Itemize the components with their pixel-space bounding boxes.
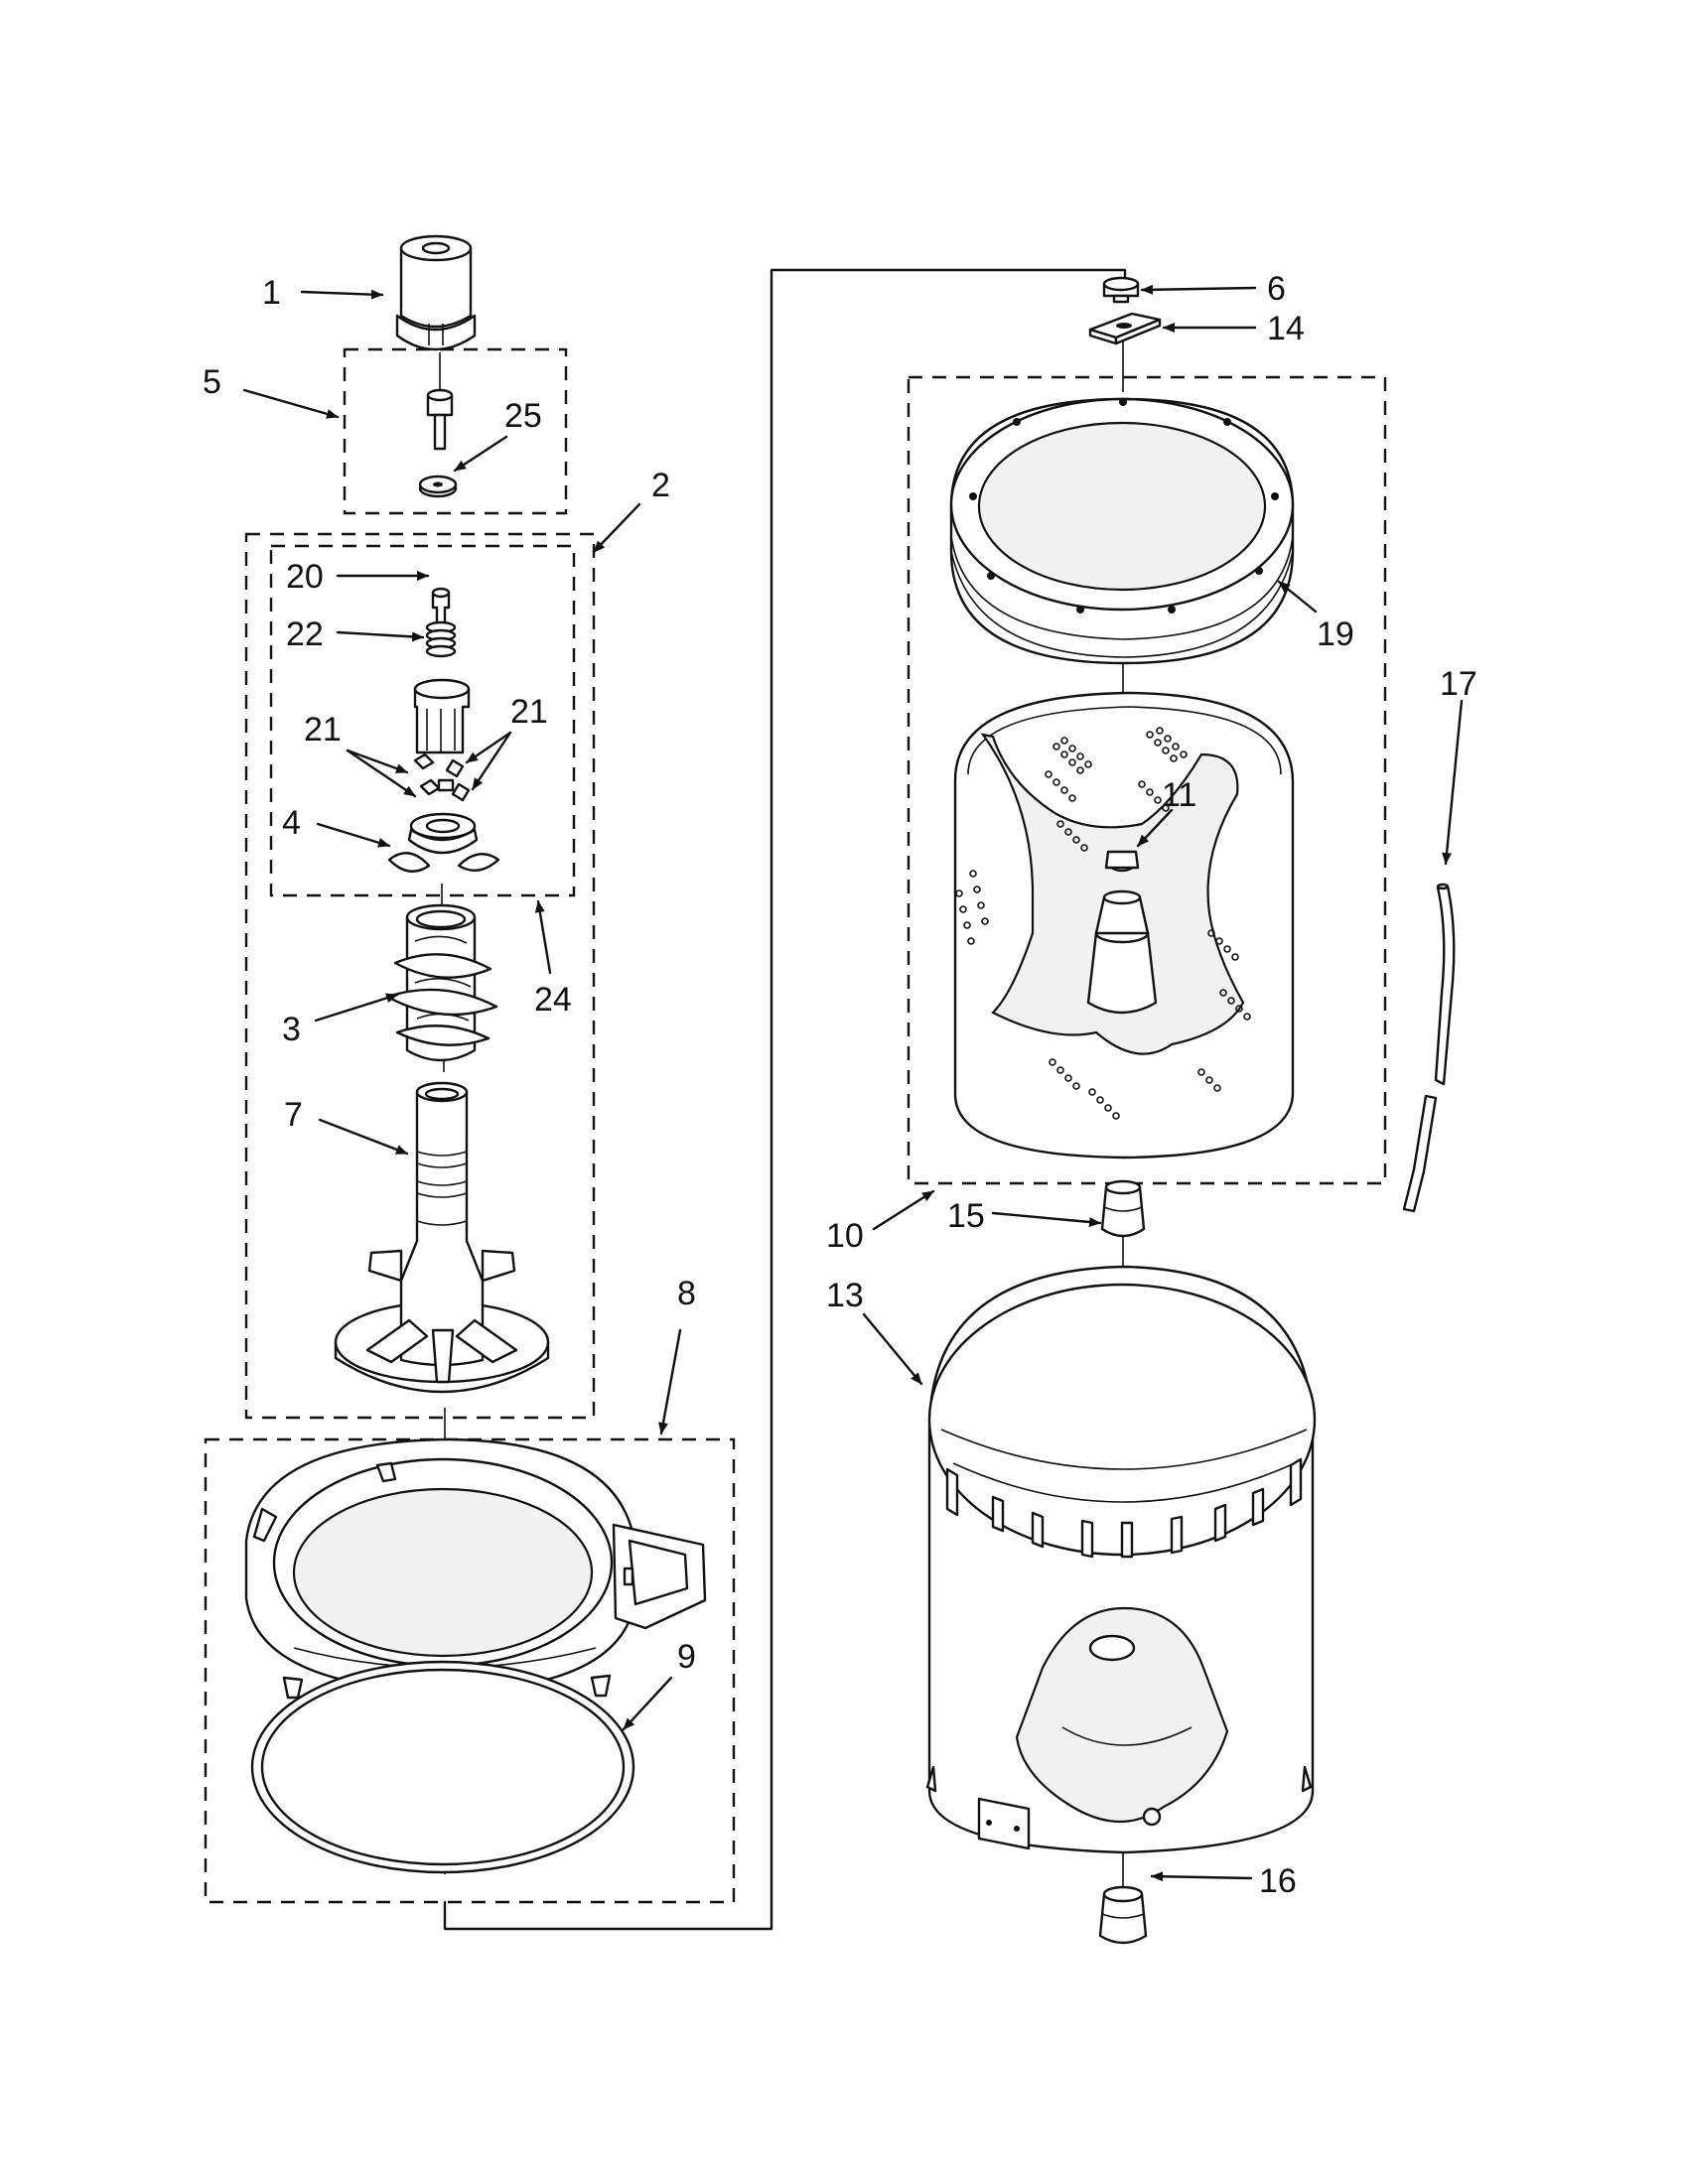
callout-5: 5 — [203, 363, 221, 401]
part-25-washer — [418, 475, 458, 498]
group-box-2 — [244, 532, 596, 1420]
callout-14: 14 — [1267, 310, 1305, 347]
callout-9: 9 — [677, 1638, 696, 1676]
part-15-hub — [1100, 1179, 1146, 1238]
part-8-tub-ring — [244, 1437, 707, 1715]
callout-2: 2 — [651, 467, 670, 504]
part-20-pin — [431, 587, 451, 627]
callout-1: 1 — [262, 274, 281, 312]
leader-lines — [242, 284, 1464, 1882]
part-7-agitator — [334, 1081, 550, 1394]
group-connector-line — [443, 268, 1127, 1931]
agitator-cam — [413, 678, 471, 754]
callout-17: 17 — [1440, 665, 1477, 703]
callout-11: 11 — [1162, 776, 1196, 814]
part-19-balance-ring — [949, 397, 1295, 665]
part-21-dogs — [413, 752, 471, 802]
callout-21-right: 21 — [510, 693, 548, 731]
callout-8: 8 — [677, 1275, 696, 1312]
callout-4: 4 — [282, 804, 301, 842]
callout-16: 16 — [1259, 1862, 1297, 1900]
callout-25: 25 — [504, 397, 542, 435]
callout-19: 19 — [1317, 615, 1354, 653]
callout-6: 6 — [1267, 270, 1286, 308]
callout-10: 10 — [826, 1217, 864, 1255]
callout-3: 3 — [282, 1011, 301, 1048]
callout-7: 7 — [284, 1096, 303, 1134]
part-5-bolt — [426, 388, 454, 451]
callout-24: 24 — [534, 981, 572, 1019]
part-16-plug — [1098, 1885, 1148, 1945]
part-14-plate — [1088, 312, 1162, 345]
callout-labels: 1 5 25 2 20 22 21 21 4 24 3 7 8 9 6 14 1… — [203, 270, 1477, 1900]
part-3-auger — [385, 903, 498, 1062]
group-box-10 — [907, 375, 1387, 1185]
callout-15: 15 — [947, 1197, 985, 1235]
callout-21-left: 21 — [304, 711, 342, 749]
callout-13: 13 — [826, 1277, 864, 1314]
part-1-agitator-cap — [395, 234, 477, 351]
callout-22: 22 — [286, 615, 324, 653]
part-4-cam-driver — [387, 812, 500, 873]
basket-perforations — [955, 727, 1251, 1120]
part-6-clip — [1102, 276, 1140, 304]
part-13-outer-tub — [925, 1265, 1317, 1854]
part-9-tub-seal — [250, 1660, 635, 1874]
part-10-basket — [953, 691, 1295, 1160]
part-22-spring — [425, 620, 457, 658]
part-17-hose — [1402, 883, 1456, 1213]
group-box-24 — [269, 544, 576, 897]
callout-20: 20 — [286, 558, 324, 596]
